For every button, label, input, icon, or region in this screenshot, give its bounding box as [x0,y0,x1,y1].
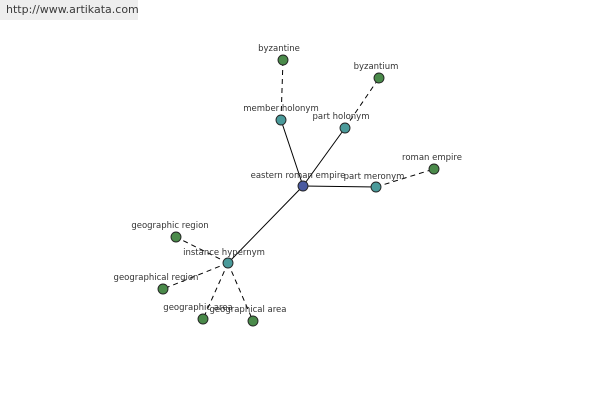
node-geographical-area[interactable] [247,315,259,327]
label-byzantine[interactable]: byzantine [258,44,300,54]
edge-center-instance-hypernym [227,185,304,264]
node-part-meronym[interactable] [370,181,382,193]
label-byzantium[interactable]: byzantium [354,62,399,72]
edge-hypernym-geographical-region [162,262,229,290]
label-geographic-area[interactable]: geographic area [163,303,232,313]
node-geographic-region[interactable] [170,231,182,243]
label-geographical-area[interactable]: geographical area [210,305,287,315]
edge-center-part-holonym [302,127,346,187]
edge-hypernym-geographic-region [175,236,229,264]
label-member-holonym[interactable]: member holonym [243,104,318,114]
graph-edges [162,59,435,322]
label-geographical-region[interactable]: geographical region [114,273,199,283]
node-roman-empire[interactable] [428,163,440,175]
edge-hypernym-geographical-area [227,262,254,322]
edge-center-part-meronym [302,185,377,188]
label-part-meronym[interactable]: part meronym [344,172,405,182]
graph-nodes [157,54,440,327]
node-geographic-area[interactable] [197,313,209,325]
label-roman-empire[interactable]: roman empire [402,153,462,163]
node-geographical-region[interactable] [157,283,169,295]
label-instance-hypernym[interactable]: instance hypernym [183,248,265,258]
node-part-holonym[interactable] [339,122,351,134]
edge-hypernym-geographic-area [202,262,229,320]
label-geographic-region[interactable]: geographic region [131,221,208,231]
label-center[interactable]: eastern roman empire [251,171,346,181]
graph-labels: eastern roman empire member holonym part… [114,44,462,315]
node-instance-hypernym[interactable] [222,257,234,269]
label-part-holonym[interactable]: part holonym [313,112,370,122]
site-url-link[interactable]: http://www.artikata.com [0,0,139,20]
node-byzantium[interactable] [373,72,385,84]
edge-member-holonym-byzantine [280,59,284,121]
node-center[interactable] [297,180,309,192]
node-member-holonym[interactable] [275,114,287,126]
edge-part-holonym-byzantium [344,77,380,129]
edge-center-member-holonym [280,119,304,187]
edge-part-meronym-roman-empire [375,168,435,188]
node-byzantine[interactable] [277,54,289,66]
